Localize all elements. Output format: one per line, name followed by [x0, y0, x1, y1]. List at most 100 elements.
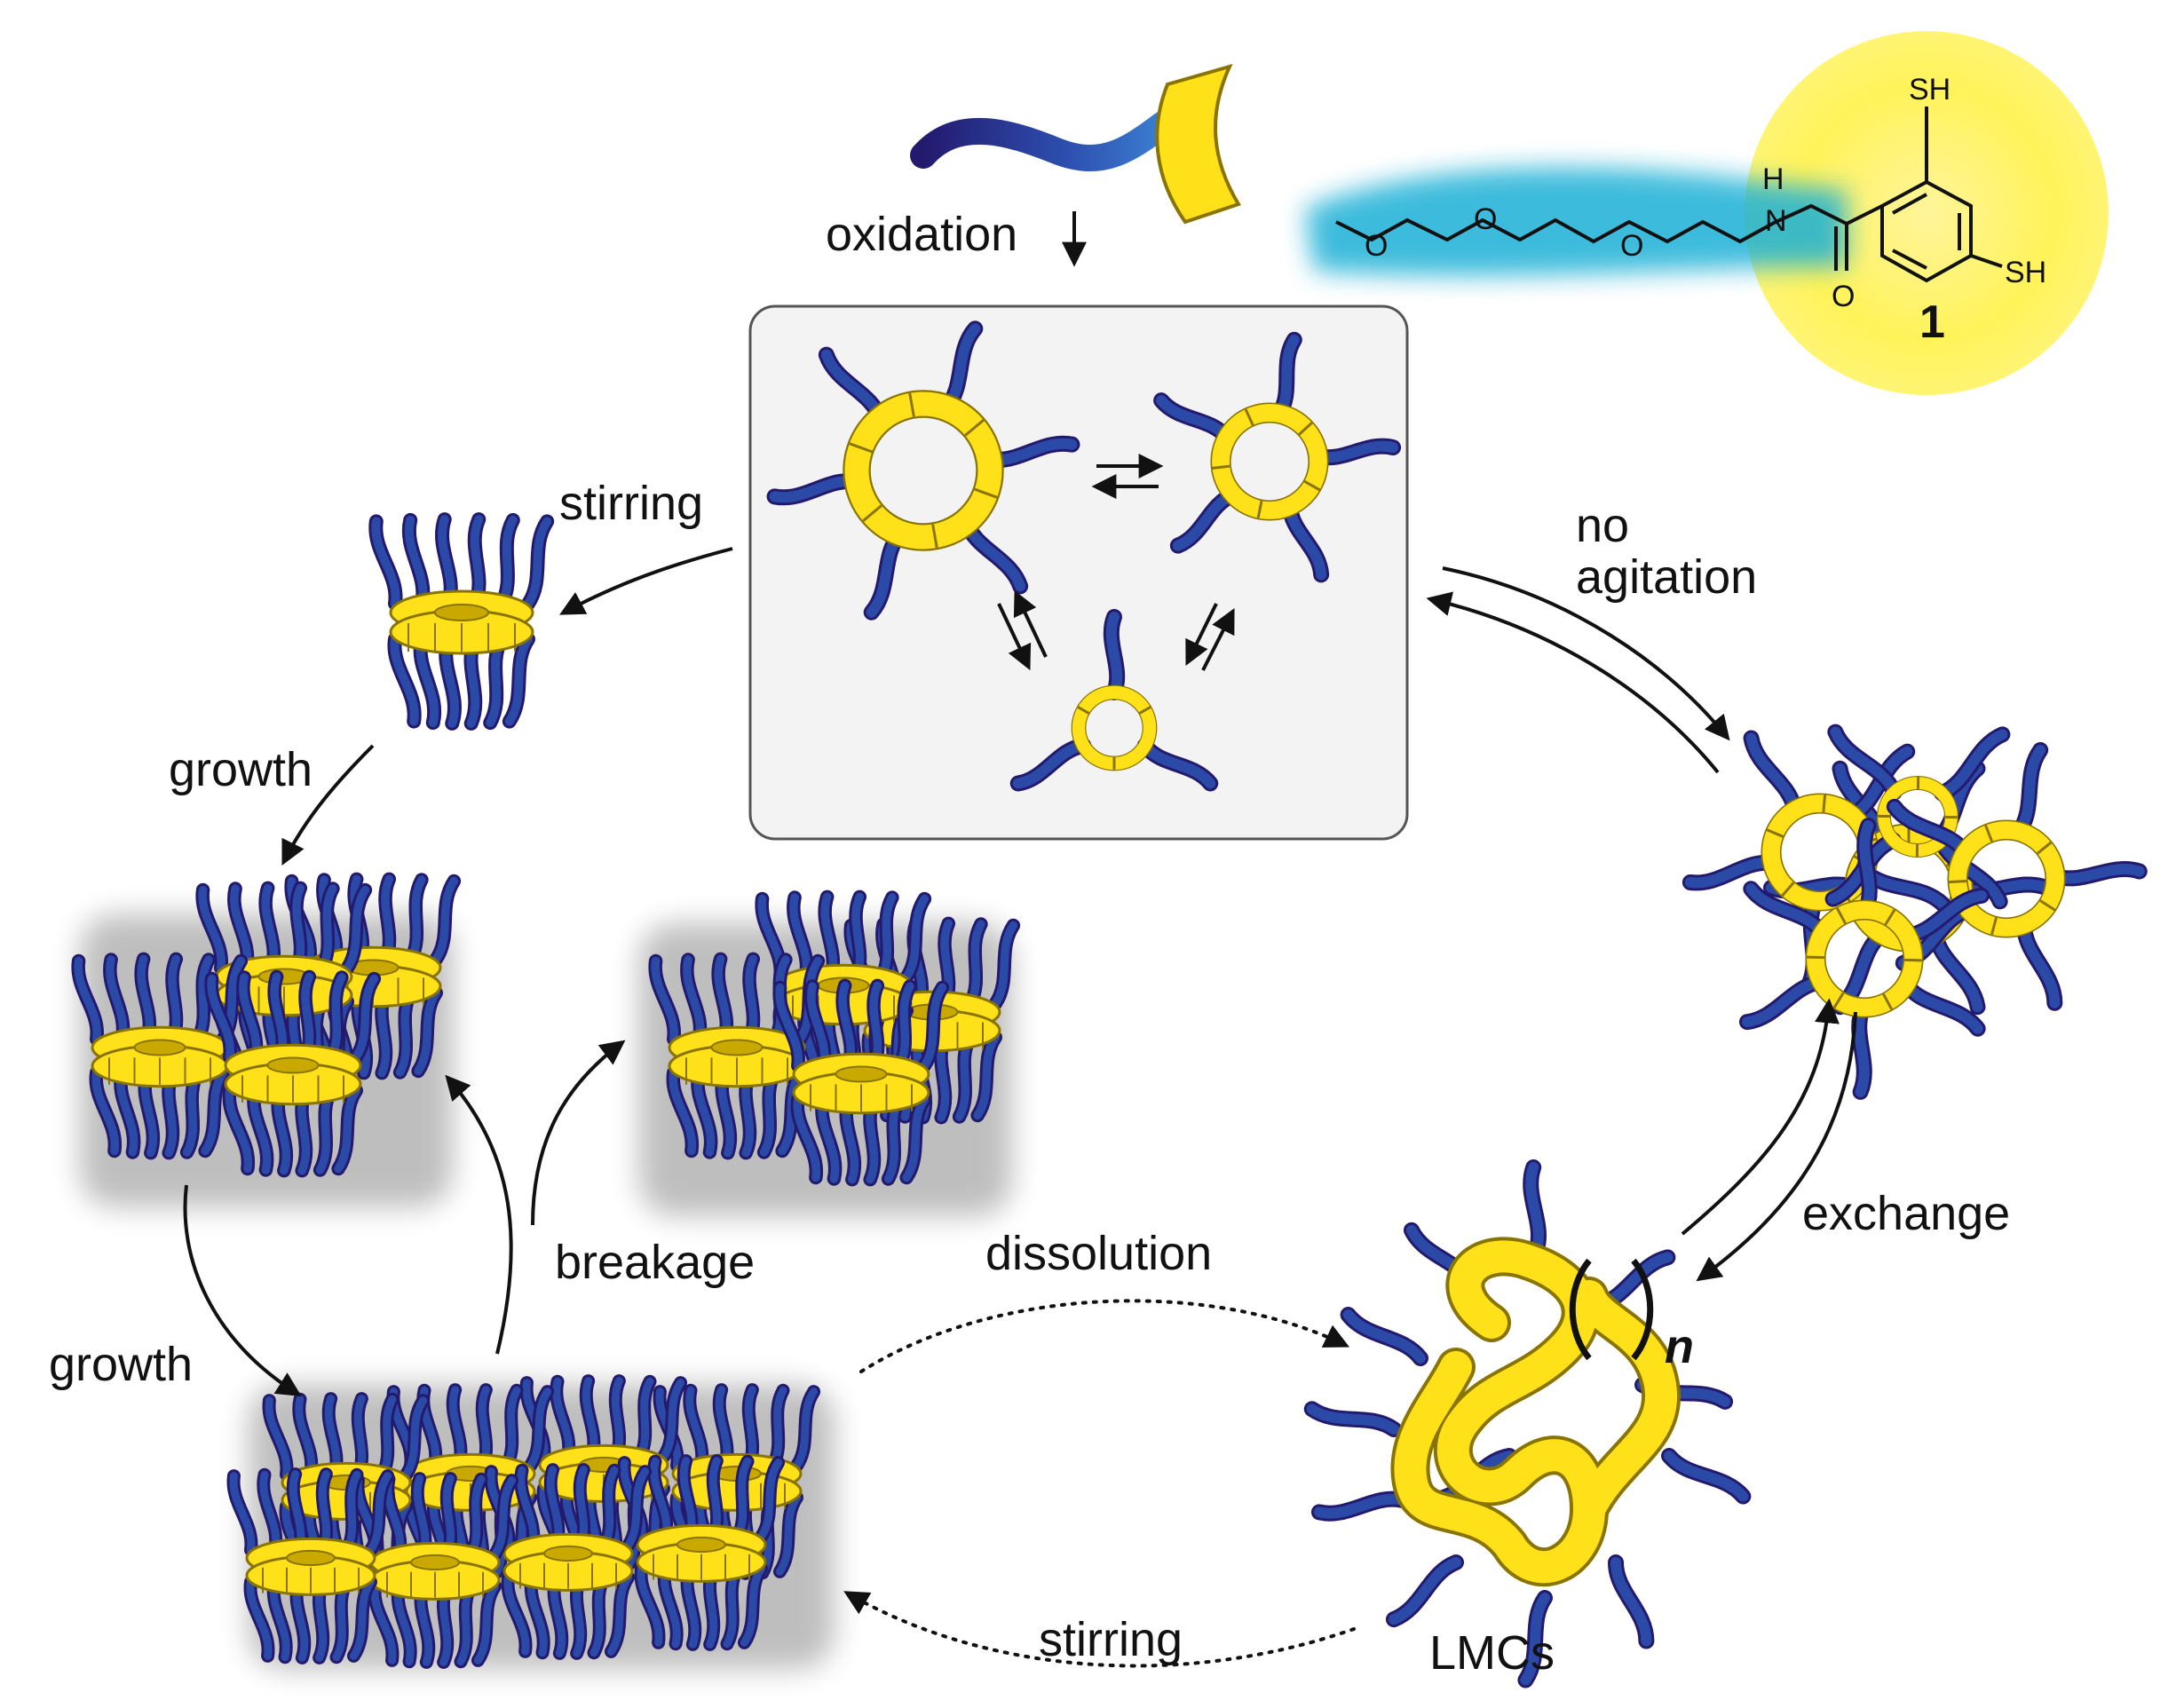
atom-o-3: O	[1620, 229, 1643, 263]
chain	[757, 1459, 783, 1541]
chain	[225, 1086, 253, 1174]
chain	[1388, 1557, 1461, 1625]
chain	[1664, 1451, 1749, 1502]
chain	[349, 1578, 375, 1660]
ring-segment-line	[1822, 795, 1827, 813]
ring-segment-line	[908, 392, 915, 417]
chain	[1012, 740, 1089, 789]
chain	[265, 1396, 291, 1479]
label-oxidation: oxidation	[826, 208, 1017, 261]
chain	[1854, 1001, 1870, 1097]
ring-segment-line	[1882, 992, 1894, 1010]
chain	[504, 635, 533, 726]
bracket-right	[1631, 1258, 1654, 1361]
chain	[352, 974, 379, 1062]
chain	[1306, 1404, 1399, 1435]
ring-segment-line	[849, 442, 873, 454]
ring-segment-line	[1303, 479, 1321, 492]
chain	[370, 1582, 397, 1665]
ring-hole	[710, 1039, 764, 1056]
fiber-left	[71, 872, 462, 1207]
benzene-double-3	[1892, 249, 1927, 270]
chain	[229, 1472, 256, 1554]
arrow-breakage-left	[445, 1074, 513, 1355]
ring-segment-line	[2036, 841, 2053, 855]
ring-segment-line	[1138, 706, 1151, 715]
chain	[414, 988, 440, 1076]
chain	[74, 956, 101, 1044]
ring-segment-line	[1244, 408, 1254, 426]
chain	[606, 1573, 632, 1656]
arrow-no-agitation-back	[1426, 591, 1720, 774]
ring-segment-icon	[1155, 63, 1241, 225]
peg-glow	[1305, 167, 1847, 276]
chain	[651, 956, 678, 1044]
chain	[973, 1032, 1000, 1120]
ring-hole	[133, 1039, 186, 1056]
label-breakage: breakage	[555, 1236, 755, 1289]
ring-aggregate	[1681, 724, 2148, 1100]
chain	[991, 921, 1018, 1008]
label-growth-2: growth	[49, 1338, 193, 1391]
ring-segment-line	[964, 419, 985, 437]
chain	[1936, 729, 2008, 799]
arrow-no-agitation-out	[1442, 566, 1730, 741]
chain	[1935, 835, 2006, 907]
ring-segment-line	[1990, 917, 1998, 936]
ring-segment-line	[1835, 907, 1847, 925]
chain	[1741, 977, 1827, 1028]
macrocycle-library-box	[748, 304, 1409, 841]
chain	[1313, 1493, 1408, 1519]
ring	[844, 391, 1002, 550]
arrow-stirring-bottom	[843, 1591, 1356, 1668]
ring-segment-line	[1212, 464, 1230, 470]
chain	[775, 983, 803, 1071]
bracket-left	[1569, 1258, 1592, 1361]
chain	[201, 1068, 227, 1156]
chain	[1520, 1593, 1550, 1686]
arrow-exchange-up	[1681, 998, 1840, 1236]
aromatic-glow	[1745, 31, 2109, 395]
chain	[91, 1068, 120, 1156]
chain	[1525, 1162, 1544, 1257]
label-no: no	[1576, 499, 1629, 552]
chain	[198, 885, 226, 973]
chain	[920, 983, 947, 1071]
peg-chain-bonds	[1335, 203, 1883, 244]
atom-o-2: O	[1474, 202, 1497, 236]
ring-hole	[286, 1549, 336, 1567]
ring-segment-line	[974, 487, 998, 499]
label-exchange: exchange	[1802, 1187, 2010, 1240]
ring-segment-line	[1298, 422, 1313, 436]
ring-segment-line	[862, 504, 882, 522]
label-stirring-bottom: stirring	[1039, 1613, 1183, 1666]
eq-arrow-down-left-2	[1013, 589, 1048, 658]
ring	[1949, 821, 2064, 937]
ring-segment-line	[1766, 828, 1784, 838]
chain	[334, 1086, 360, 1174]
equilibrium-arrows	[997, 454, 1235, 671]
atom-o-1: O	[1365, 229, 1388, 263]
chain	[637, 1564, 663, 1647]
chain	[431, 876, 459, 964]
arrow-exchange-down	[1696, 1011, 1857, 1282]
chain	[902, 1095, 929, 1182]
macrocycle-library	[766, 320, 1402, 792]
arrow-growth-1	[281, 744, 375, 866]
chain	[775, 1493, 801, 1576]
label-growth-1: growth	[169, 743, 313, 796]
label-dissolution: dissolution	[985, 1227, 1212, 1280]
lmc-structure	[1303, 1159, 1752, 1688]
atom-sh-top: SH	[1909, 73, 1950, 107]
ring-segment-line	[1256, 500, 1263, 518]
ring-segment-line	[1807, 955, 1824, 960]
ring-segment-line	[2039, 899, 2056, 912]
ring-hole	[543, 1545, 593, 1562]
atom-o-carbonyl: O	[1832, 280, 1855, 313]
chain-icon	[910, 111, 1176, 171]
chain	[526, 1388, 552, 1470]
chain	[793, 1095, 821, 1182]
sh-bond-right	[1970, 254, 2003, 268]
chain	[1610, 1557, 1652, 1647]
compound-number: 1	[1919, 297, 1945, 348]
